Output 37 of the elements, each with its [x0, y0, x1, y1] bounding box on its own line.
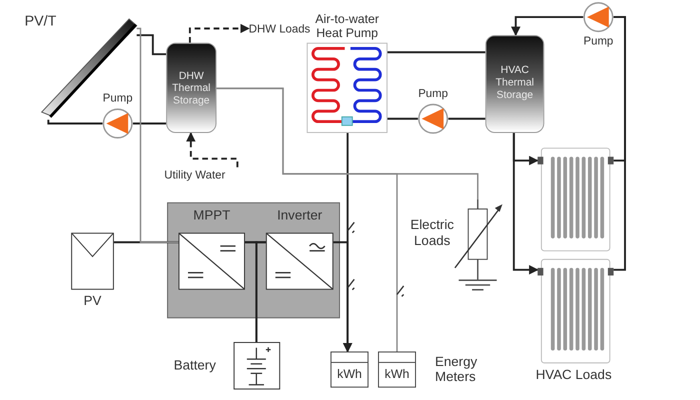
- connector-line: [388, 118, 418, 120]
- caption-label: HVAC Loads: [536, 366, 613, 382]
- connector-line: [448, 118, 486, 120]
- battery-label: Battery: [174, 358, 216, 372]
- pump-label: Pump: [583, 34, 614, 48]
- converter-panel: [167, 202, 340, 318]
- connector-line: [614, 16, 626, 271]
- meter-label: kWh: [336, 366, 363, 381]
- meter-label: kWh: [384, 366, 410, 381]
- arrow: [333, 241, 352, 352]
- arrow: [512, 133, 539, 275]
- connector-line: [47, 120, 102, 124]
- load-label: Electric Loads: [409, 216, 455, 249]
- flow-label: DHW Loads: [248, 20, 314, 36]
- connector-line: [216, 88, 398, 352]
- energy-meter: [330, 352, 368, 388]
- tank-label: DHW Thermal Storage: [171, 70, 212, 108]
- converter-label: MPPT: [192, 207, 232, 222]
- storage-tank: [166, 42, 216, 133]
- arrow: [188, 24, 250, 43]
- pump-label: Pump: [102, 91, 133, 106]
- connector-line: [132, 122, 166, 124]
- flow-label: Utility Water: [164, 167, 245, 182]
- pump-label: Pump: [418, 86, 448, 101]
- arrow: [186, 132, 238, 168]
- connector-line: [388, 51, 486, 54]
- connector-line: [136, 28, 178, 243]
- converter-label: Inverter: [276, 207, 324, 222]
- connector-line: [136, 34, 166, 56]
- note-label: Energy Meters: [435, 353, 478, 384]
- arrow: [511, 16, 584, 36]
- connector-line: [255, 241, 266, 342]
- energy-meter: [378, 352, 416, 388]
- storage-tank: [485, 35, 544, 133]
- tank-label: HVAC Thermal Storage: [494, 64, 535, 102]
- panel-label: PV/T: [24, 13, 56, 30]
- pv-label: PV: [82, 294, 102, 308]
